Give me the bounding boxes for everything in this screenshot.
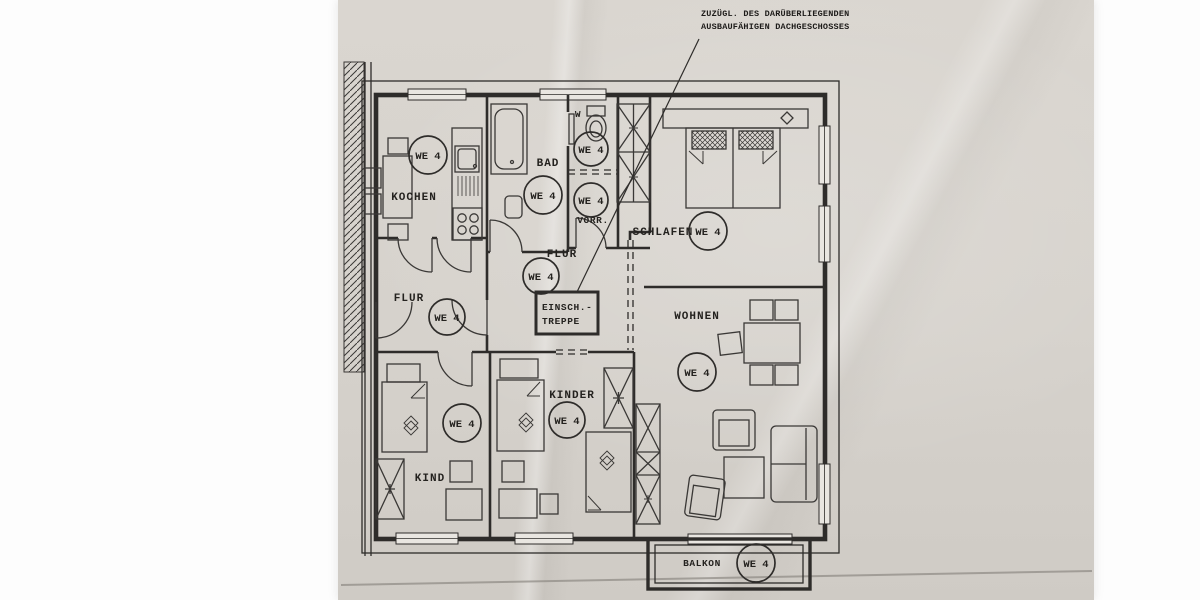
we4-badge-balkon: WE 4 [736,543,776,583]
we4-badge-flur-center: WE 4 [522,257,560,295]
room-label-flur-left: FLUR [394,293,424,305]
room-label-kind: KIND [415,473,445,485]
unit-badges: WE 4 WE 4 WE 4 WE 4 WE 4 WE 4 WE 4 WE 4 … [408,131,776,583]
door-flur-left [375,301,413,339]
paper-edge-shadow [340,570,1093,586]
room-label-flur-center: FLUR [547,249,577,261]
we4-badge-kind: WE 4 [442,403,482,443]
kitchen-furniture [364,127,483,241]
kids-room-furniture [496,358,634,519]
doors [375,113,607,387]
living-furniture [635,299,818,525]
we4-badge-flur-left: WE 4 [428,298,466,336]
window-top-1 [407,88,467,101]
roof-annotation: ZUZÜGL. DES DARÜBERLIEGENDEN AUSBAUFÄHIG… [701,8,849,32]
svg-text:WE 4: WE 4 [528,272,553,284]
interior-walls [376,95,825,539]
einschub-treppe-box: EINSCH.- TREPPE [534,290,600,336]
svg-text:WE 4: WE 4 [578,196,603,208]
svg-text:WE 4: WE 4 [434,313,459,325]
hatched-wall-band [343,61,372,556]
window-right-1 [818,125,831,185]
balcony: BALKON [646,537,812,591]
we4-badge-kochen: WE 4 [408,135,448,175]
svg-text:WE 4: WE 4 [578,145,603,157]
door-flur-inner [451,299,488,336]
svg-text:WE 4: WE 4 [530,191,555,203]
svg-text:WE 4: WE 4 [684,368,709,380]
svg-text:WE 4: WE 4 [554,416,579,428]
we4-badge-wohnen: WE 4 [677,352,717,392]
we4-badge-vorrat: WE 4 [573,182,609,218]
door-vorrat [575,217,607,249]
room-label-bad: BAD [537,158,560,170]
window-top-2 [539,88,607,101]
room-label-wc: W [575,109,581,120]
room-label-balkon: BALKON [683,558,721,569]
we4-badge-wc: WE 4 [573,131,609,167]
treppe-label-line1: EINSCH.- [542,302,592,313]
annotation-line2: AUSBAUFÄHIGEN DACHGESCHOSSES [701,21,849,32]
we4-badge-kinder: WE 4 [548,401,586,439]
annotation-line1: ZUZÜGL. DES DARÜBERLIEGENDEN [701,8,849,19]
annotation-leader-line [576,38,700,293]
wc-furniture [585,105,607,142]
we4-badge-schlafen: WE 4 [688,211,728,251]
windows [395,88,831,545]
room-label-kochen: KOCHEN [391,192,437,204]
we4-badge-bad: WE 4 [523,175,563,215]
window-right-3 [818,463,831,525]
room-labels: KOCHEN BAD W VORR. SCHLAFEN FLUR FLUR WO… [391,109,720,485]
svg-text:WE 4: WE 4 [449,419,474,431]
treppe-label-line2: TREPPE [542,316,580,327]
plan-outer-frame [361,80,840,554]
door-kitchen [397,237,433,273]
svg-text:WE 4: WE 4 [743,559,768,571]
room-label-vorrat: VORR. [577,215,609,226]
door-kind [437,351,473,387]
washbasin [504,195,523,219]
window-right-2 [818,205,831,263]
window-bottom-2 [514,532,574,545]
window-bottom-1 [395,532,459,545]
svg-text:WE 4: WE 4 [695,227,720,239]
room-label-wohnen: WOHNEN [674,311,720,323]
door-wc-leaf [568,113,575,145]
room-label-schlafen: SCHLAFEN [633,227,694,239]
room-label-kinder: KINDER [549,390,595,402]
bath-furniture [490,103,528,219]
shaft-crosshatched [616,103,651,203]
kid-room-furniture [375,363,483,521]
bedroom-furniture [662,108,809,209]
door-bad [489,219,523,253]
svg-text:WE 4: WE 4 [415,151,440,163]
door-flur-top [436,237,472,273]
